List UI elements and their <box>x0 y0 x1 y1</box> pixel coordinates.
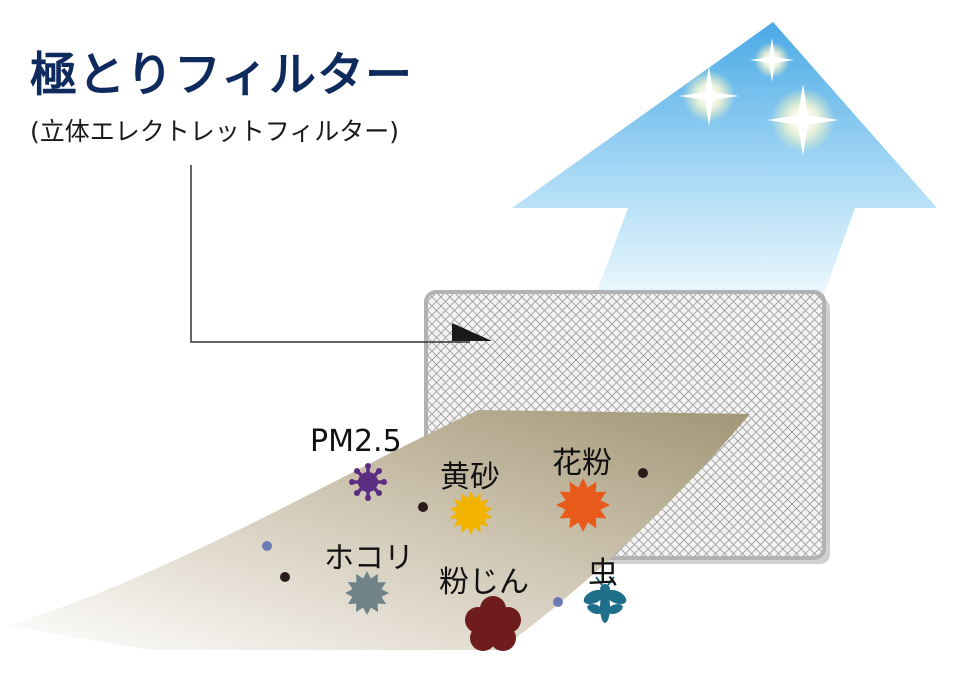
burst-icon <box>449 491 493 535</box>
label-pm25: PM2.5 <box>310 424 402 459</box>
sparkle-icon <box>750 38 794 82</box>
label-fine-dust: 粉じん <box>439 565 529 600</box>
label-pollen: 花粉 <box>552 446 612 481</box>
clean-air-arrow <box>512 22 937 305</box>
airflow-swoosh <box>10 410 750 650</box>
burst-icon <box>556 478 610 532</box>
page-subtitle: (立体エレクトレットフィルター) <box>30 117 400 146</box>
burst-icon <box>345 571 389 615</box>
leader-line <box>190 165 470 343</box>
sparkle-icon <box>679 66 739 126</box>
particle-dot <box>638 468 648 478</box>
insect-icon <box>583 576 627 623</box>
leader-arrowhead <box>452 323 492 341</box>
particle-dot <box>553 597 563 607</box>
sparkle-icon <box>767 84 839 156</box>
particle-dot <box>262 541 272 551</box>
label-dust: ホコリ <box>324 541 414 576</box>
flower-icon <box>465 596 521 651</box>
virus-icon <box>349 463 387 501</box>
particle-dot <box>418 502 428 512</box>
label-insect: 虫 <box>588 556 618 591</box>
particle-dot <box>280 572 290 582</box>
label-yellow-sand: 黄砂 <box>440 460 500 495</box>
page-title: 極とりフィルター <box>30 48 414 103</box>
